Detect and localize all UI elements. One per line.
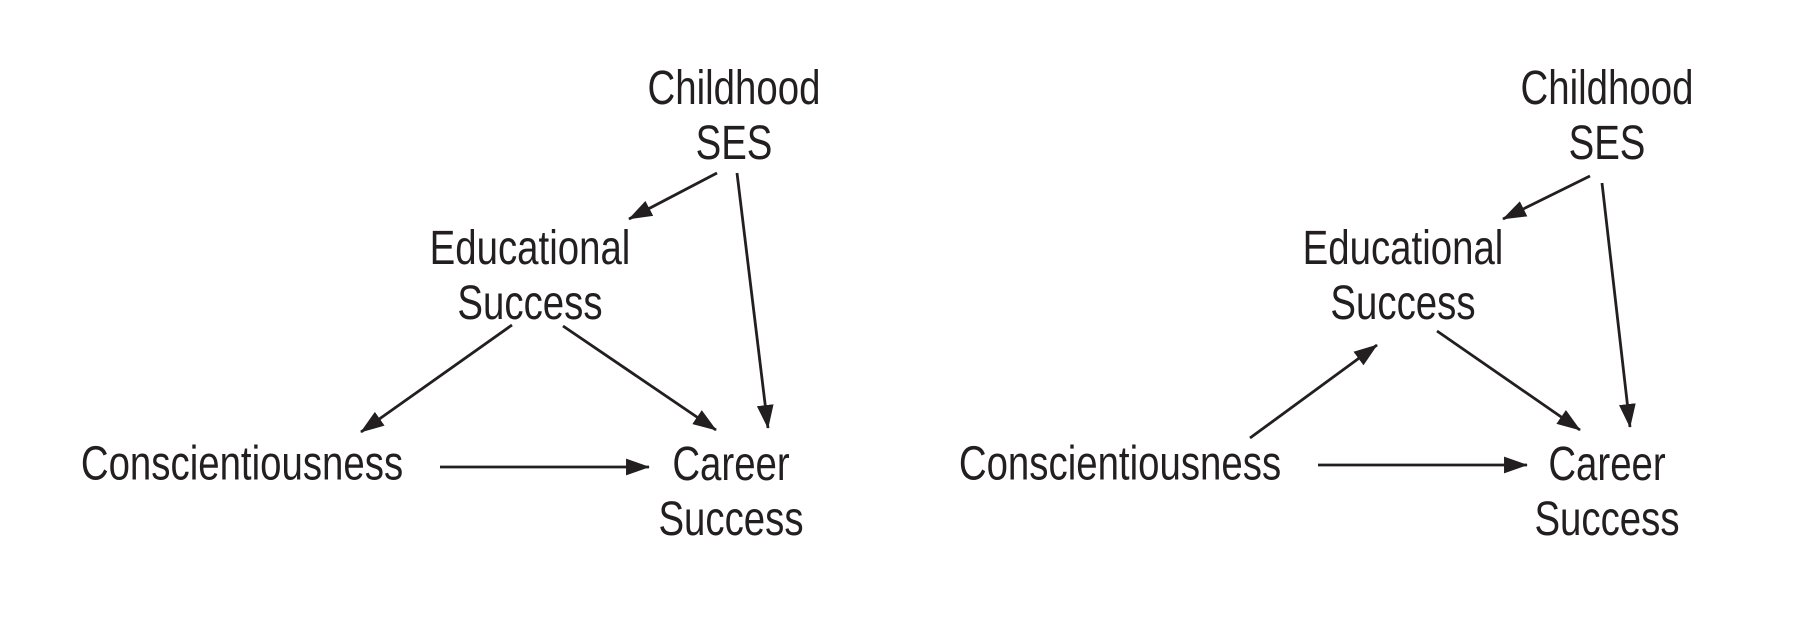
node-childhood-ses-left: Childhood SES (648, 61, 821, 171)
node-childhood-ses-right: Childhood SES (1521, 61, 1694, 171)
arrow-educational-success-to-career-success-right-model (1436, 329, 1581, 432)
node-label-line: Career (1548, 438, 1666, 491)
node-label-line: Career (672, 438, 790, 491)
node-career-success-right: Career Success (1534, 437, 1679, 547)
node-label-line: Success (457, 277, 603, 330)
node-career-success-left: Career Success (658, 437, 803, 547)
node-educational-success-right: Educational Success (1303, 221, 1504, 331)
node-label-line: Educational (1302, 222, 1504, 275)
node-label-line: Success (1534, 493, 1680, 546)
arrow-childhood-ses-to-educational-success-right-model (1502, 174, 1591, 221)
node-conscientiousness-left: Conscientiousness (81, 437, 403, 492)
arrow-conscientiousness-to-educational-success-right-model (1249, 343, 1378, 440)
node-label-line: Childhood (647, 62, 821, 115)
arrow-educational-success-to-career-success-left-model (562, 324, 717, 432)
node-label-line: Success (1330, 277, 1476, 330)
node-label-line: SES (1568, 117, 1646, 170)
node-label-line: SES (695, 117, 773, 170)
node-educational-success-left: Educational Success (430, 221, 631, 331)
node-conscientiousness-right: Conscientiousness (959, 437, 1281, 492)
node-label-line: Educational (429, 222, 631, 275)
arrow-childhood-ses-to-educational-success-left-model (628, 171, 718, 221)
arrow-childhood-ses-to-career-success-left-model (735, 172, 774, 429)
node-label-line: Conscientiousness (80, 437, 404, 491)
arrow-childhood-ses-to-career-success-right-model (1600, 182, 1636, 428)
arrow-educational-success-to-conscientiousness-left-model (360, 323, 513, 434)
node-label-line: Childhood (1520, 62, 1694, 115)
node-label-line: Conscientiousness (958, 437, 1282, 491)
node-label-line: Success (658, 493, 804, 546)
